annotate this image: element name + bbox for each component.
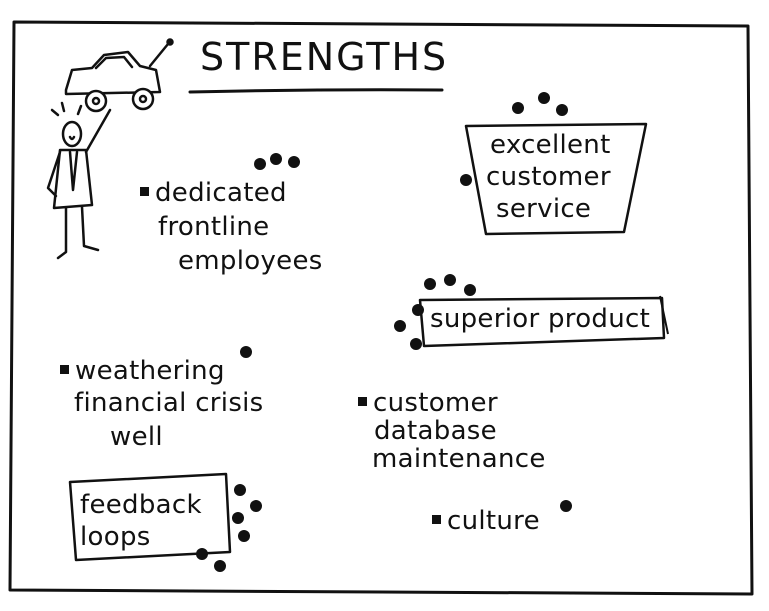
- vote-dot: [240, 346, 252, 358]
- vote-dot: [232, 512, 244, 524]
- vote-dot: [250, 500, 262, 512]
- vote-dot: [288, 156, 300, 168]
- bullet-square: [432, 515, 441, 524]
- vote-dot: [464, 284, 476, 296]
- service-box: [464, 122, 648, 236]
- item-line: service: [496, 194, 592, 224]
- vote-dot: [412, 304, 424, 316]
- vote-dot: [234, 484, 246, 496]
- bullet-square: [140, 187, 149, 196]
- vote-dot: [410, 338, 422, 350]
- item-line: dedicated: [140, 178, 287, 208]
- vote-dot: [394, 320, 406, 332]
- item-line: frontline: [158, 212, 270, 242]
- feedback-box: [68, 472, 232, 562]
- item-line: weathering: [60, 356, 225, 386]
- product-box: [418, 296, 666, 348]
- vote-dot: [254, 158, 266, 170]
- vote-dot: [560, 500, 572, 512]
- item-line: culture: [432, 506, 540, 536]
- item-line: employees: [178, 246, 323, 276]
- vote-dot: [460, 174, 472, 186]
- vote-dot: [444, 274, 456, 286]
- item-line: customer: [486, 162, 611, 192]
- vote-dot: [196, 548, 208, 560]
- item-line: maintenance: [372, 444, 546, 474]
- item-line: customer: [358, 388, 498, 418]
- stick-figure-icon: [46, 101, 112, 260]
- item-line: database: [374, 416, 497, 446]
- car-icon: [64, 38, 174, 113]
- vote-dot: [556, 104, 568, 116]
- item-line: excellent: [490, 130, 611, 160]
- item-line: loops: [80, 522, 151, 552]
- vote-dot: [424, 278, 436, 290]
- item-line: financial crisis: [74, 388, 264, 418]
- vote-dot: [538, 92, 550, 104]
- bullet-square: [60, 365, 69, 374]
- vote-dot: [214, 560, 226, 572]
- vote-dot: [270, 153, 282, 165]
- board-title: STRENGTHS: [200, 35, 449, 79]
- vote-dot: [238, 530, 250, 542]
- vote-dot: [512, 102, 524, 114]
- item-line: feedback: [80, 490, 202, 520]
- title-underline: [188, 88, 444, 94]
- board-frame: [8, 20, 754, 596]
- bullet-square: [358, 397, 367, 406]
- item-line: well: [110, 422, 163, 452]
- item-line: superior product: [430, 304, 651, 334]
